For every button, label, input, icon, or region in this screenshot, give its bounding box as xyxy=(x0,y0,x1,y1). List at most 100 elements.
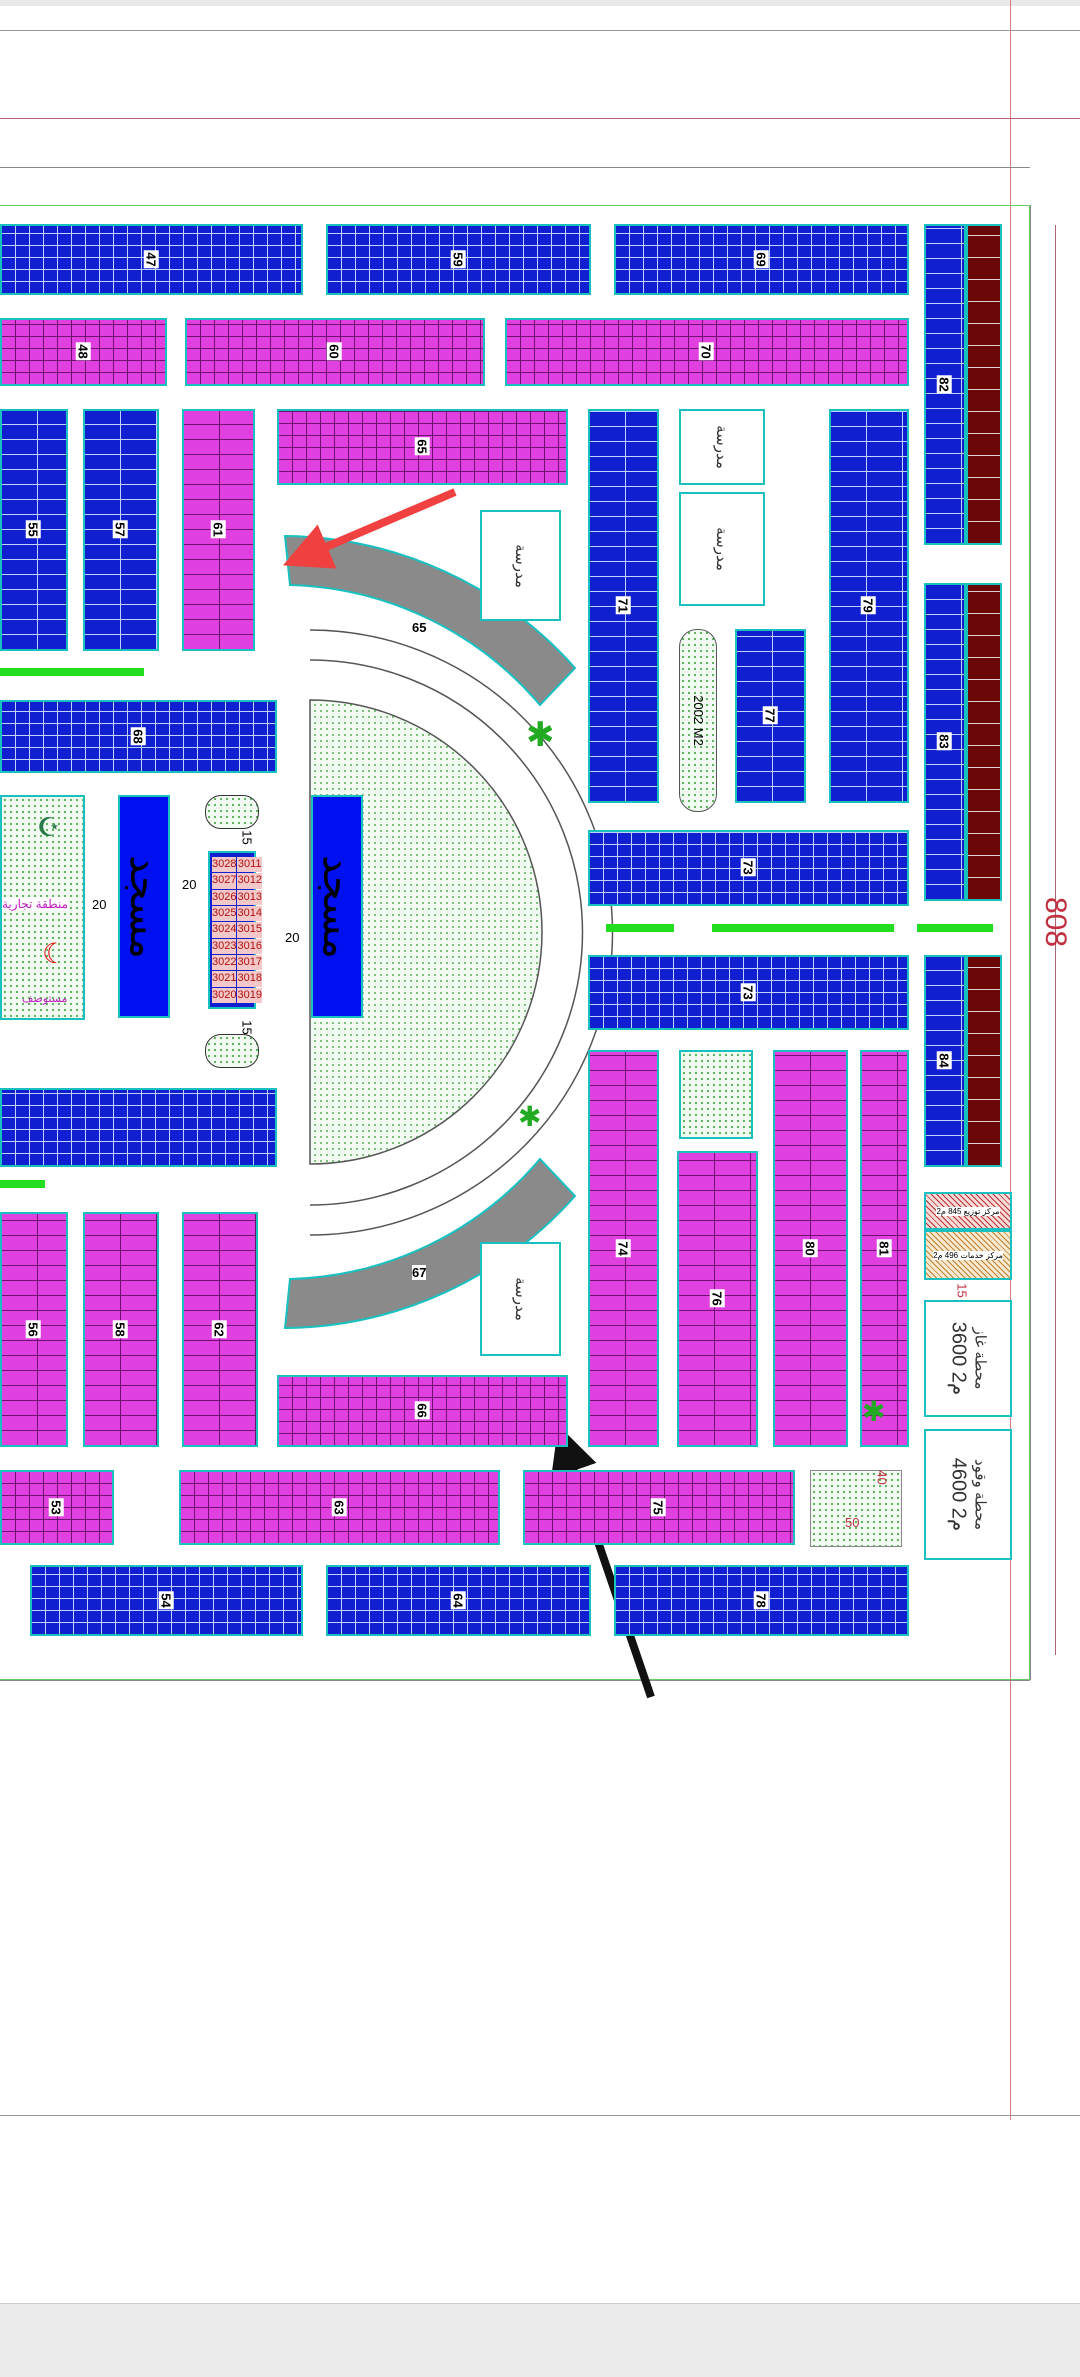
lot-dimension-label: 40 xyxy=(874,1470,890,1485)
plot-cell[interactable]: 3014 xyxy=(237,905,262,922)
block-58[interactable]: 58 xyxy=(83,1212,159,1447)
tree-icon: ✱ xyxy=(862,1396,886,1427)
block-76[interactable]: 76 xyxy=(677,1151,758,1447)
plot-cell[interactable]: 3024 xyxy=(212,922,237,938)
school-3[interactable]: مدرسة xyxy=(679,492,765,606)
block-74[interactable]: 74 xyxy=(588,1050,659,1447)
block-middle-row[interactable] xyxy=(0,1088,277,1167)
block-83[interactable]: 83 xyxy=(924,583,966,901)
plot-cell[interactable]: 3027 xyxy=(212,873,237,889)
mosque-crescent-icon: ☪ xyxy=(37,812,61,842)
block-81[interactable]: 81 xyxy=(860,1050,909,1447)
block-67-arc-label: 67 xyxy=(412,1265,427,1280)
plot-cell[interactable]: 3015 xyxy=(237,922,262,938)
block-82[interactable]: 82 xyxy=(924,224,966,545)
block-47[interactable]: 47 xyxy=(0,224,303,295)
block-84-commercial[interactable] xyxy=(966,955,1002,1167)
block-57[interactable]: 57 xyxy=(83,409,159,651)
block-68[interactable]: 68 xyxy=(0,700,277,773)
plot-cell[interactable]: 3023 xyxy=(212,938,237,954)
commercial-label: منطقة تجارية xyxy=(2,897,69,911)
dimension-line xyxy=(1055,225,1056,1655)
block-67-arc xyxy=(283,1157,577,1330)
plot-cell[interactable]: 3011 xyxy=(237,857,262,873)
plot-cell[interactable]: 3022 xyxy=(212,954,237,971)
commercial-area[interactable]: ☪ منطقة تجارية ☾ مستوصف xyxy=(0,795,85,1020)
block-54[interactable]: 54 xyxy=(30,1565,303,1636)
plot-cell[interactable]: 3020 xyxy=(212,987,237,1003)
school-4[interactable]: مدرسة xyxy=(480,1242,561,1356)
block-77[interactable]: 77 xyxy=(735,629,806,803)
plot-cell[interactable]: 3012 xyxy=(237,873,262,889)
green-plot xyxy=(810,1470,902,1547)
school-1[interactable]: مدرسة xyxy=(480,510,561,621)
block-80[interactable]: 80 xyxy=(773,1050,848,1447)
block-60[interactable]: 60 xyxy=(185,318,485,386)
sheet-border-line xyxy=(0,2115,1080,2116)
plot-cell[interactable]: 3017 xyxy=(237,954,262,971)
block-62[interactable]: 62 xyxy=(182,1212,258,1447)
sheet-border-line xyxy=(0,118,1080,119)
block-84[interactable]: 84 xyxy=(924,955,966,1167)
block-63[interactable]: 63 xyxy=(179,1470,500,1545)
school-2[interactable]: مدرسة xyxy=(679,409,765,485)
block-56[interactable]: 56 xyxy=(0,1212,68,1447)
green-strip xyxy=(712,924,894,932)
sheet-border-line xyxy=(0,167,1030,168)
plot-cell[interactable]: 3021 xyxy=(212,971,237,987)
plot-cell[interactable]: 3013 xyxy=(237,889,262,905)
block-83-commercial[interactable] xyxy=(966,583,1002,901)
road-width-label: 20 xyxy=(182,877,197,892)
green-island xyxy=(205,1034,259,1068)
block-75[interactable]: 75 xyxy=(523,1470,795,1545)
block-79[interactable]: 79 xyxy=(829,409,909,803)
green-strip xyxy=(917,924,993,932)
block-69[interactable]: 69 xyxy=(614,224,909,295)
top-toolbar-strip xyxy=(0,0,1080,6)
road-width-label: 15 xyxy=(239,1020,255,1035)
red-arrow xyxy=(282,488,457,569)
plan-frame-right xyxy=(1030,205,1031,1680)
block-66[interactable]: 66 xyxy=(277,1375,568,1447)
block-65-arc-label: 65 xyxy=(412,620,427,635)
plot-cell[interactable]: 3018 xyxy=(237,971,262,987)
block-73-upper[interactable]: 73 xyxy=(588,830,909,906)
tree-icon: ✱ xyxy=(518,1101,542,1132)
block-78[interactable]: 78 xyxy=(614,1565,909,1636)
block-70[interactable]: 70 xyxy=(505,318,909,386)
block-55[interactable]: 55 xyxy=(0,409,68,651)
red-crescent-icon: ☾ xyxy=(42,938,68,969)
block-59[interactable]: 59 xyxy=(326,224,591,295)
plot-cell[interactable]: 3016 xyxy=(237,938,262,954)
plot-cell[interactable]: 3026 xyxy=(212,889,237,905)
block-73-lower[interactable]: 73 xyxy=(588,955,909,1030)
green-area-2002[interactable]: 2002 M2 xyxy=(679,629,717,812)
green-strip xyxy=(0,668,144,676)
plot-cell[interactable]: 3025 xyxy=(212,905,237,922)
lot-dimension-label: 50 xyxy=(845,1515,860,1530)
block-61[interactable]: 61 xyxy=(182,409,255,651)
setback-label: 15 xyxy=(954,1283,970,1298)
service-center[interactable]: مركز خدمات 496 م2 xyxy=(924,1230,1012,1280)
green-island xyxy=(205,795,259,829)
block-65[interactable]: 65 xyxy=(277,409,568,485)
mosque-2[interactable]: مسجد xyxy=(311,795,363,1018)
block-82-commercial[interactable] xyxy=(966,224,1002,545)
distribution-center[interactable]: مركز توزيع 845 م2 xyxy=(924,1192,1012,1230)
tree-icon: ✱ xyxy=(526,716,555,754)
plot-cell[interactable]: 3019 xyxy=(237,987,262,1003)
sheet-border-line xyxy=(0,30,1080,31)
mosque-1[interactable]: مسجد xyxy=(118,795,170,1018)
block-48[interactable]: 48 xyxy=(0,318,167,386)
block-64[interactable]: 64 xyxy=(326,1565,591,1636)
block-53[interactable]: 53 xyxy=(0,1470,114,1545)
block-71[interactable]: 71 xyxy=(588,409,659,803)
sheet-border-line xyxy=(0,1680,1030,1681)
plot-cell[interactable]: 3028 xyxy=(212,857,237,873)
green-plot xyxy=(679,1050,753,1139)
green-strip xyxy=(606,924,674,932)
road-width-label: 20 xyxy=(285,930,300,945)
